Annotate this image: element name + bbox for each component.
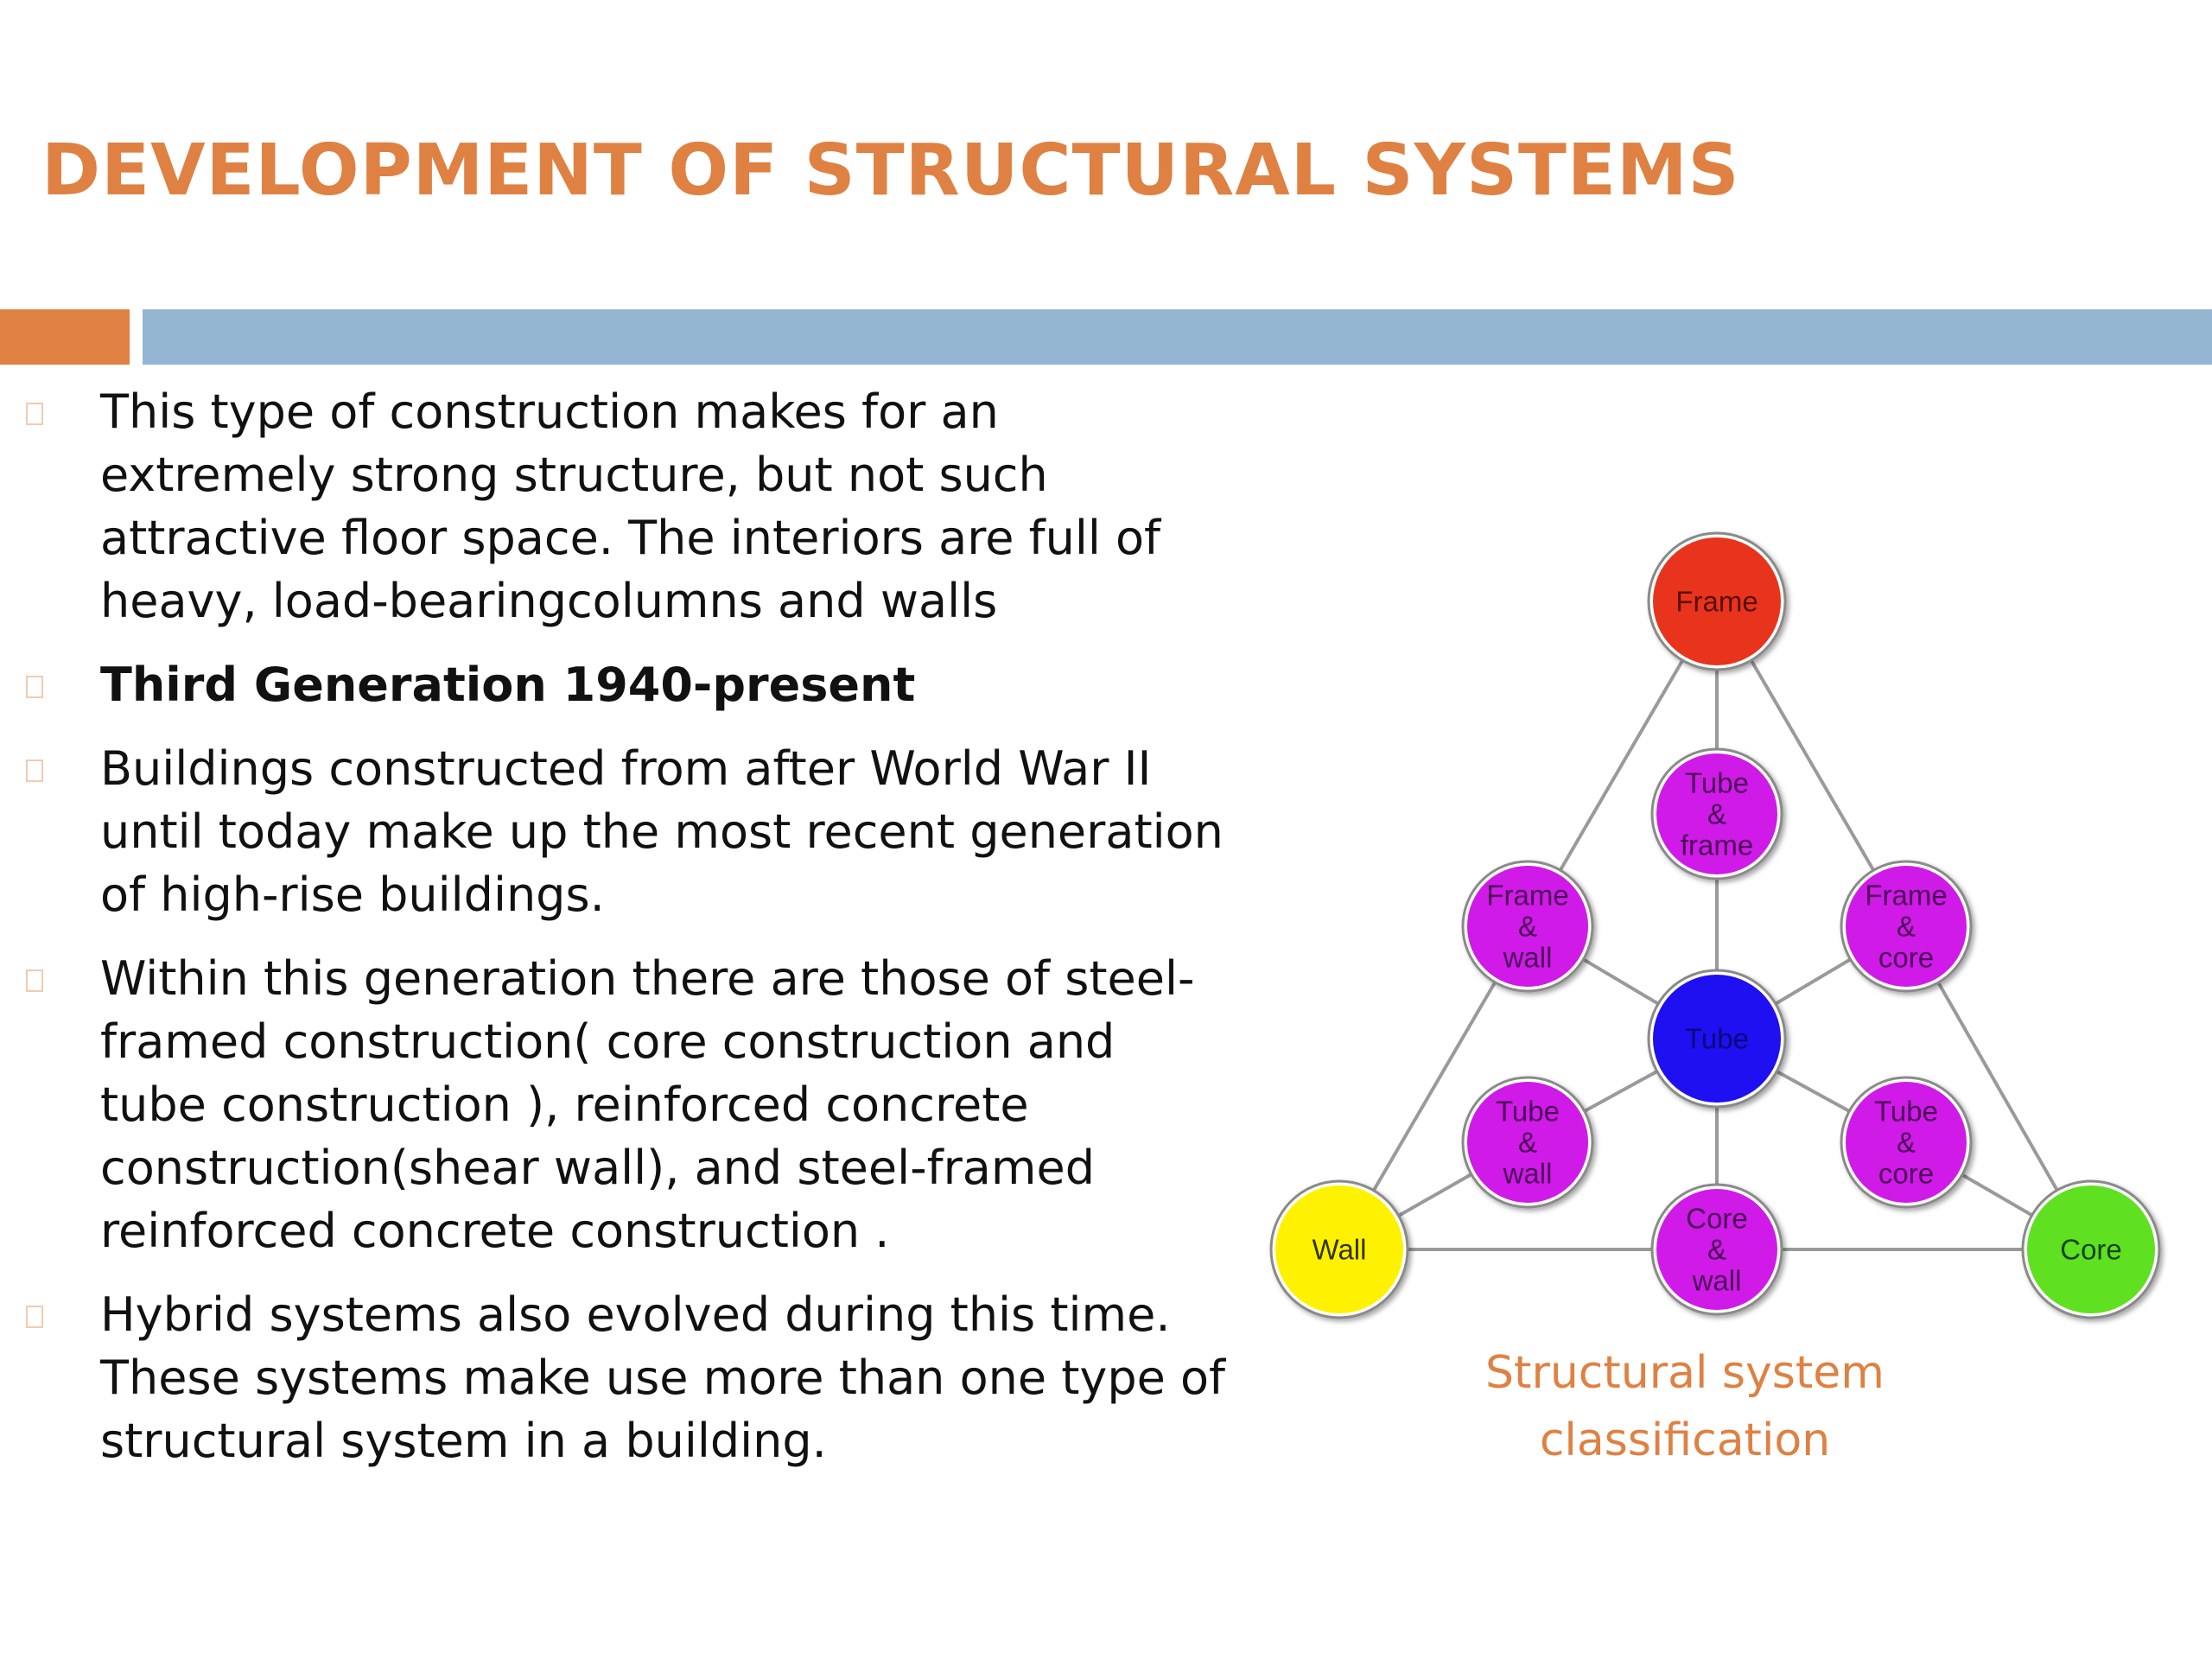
node-tube-frame: Tube&frame (1650, 747, 1783, 880)
node-frame-wall: Frame&wall (1461, 860, 1594, 993)
node-label: Frame (1486, 880, 1568, 912)
bullet-text: Within this generation there are those o… (100, 951, 1195, 1258)
node-tube-core: Tube&core (1840, 1076, 1973, 1209)
node-label: Tube (1685, 767, 1749, 799)
node-core-wall: Core&wall (1650, 1183, 1783, 1316)
node-label: Wall (1313, 1234, 1367, 1266)
bullet-marker-icon (26, 403, 43, 425)
bullet-item: Within this generation there are those o… (0, 947, 1227, 1262)
node-circle (1275, 1185, 1403, 1313)
node-label: & (1897, 911, 1916, 943)
node-circle (1846, 866, 1967, 987)
bullet-text: Hybrid systems also evolved during this … (100, 1287, 1226, 1468)
node-label: Tube (1874, 1096, 1938, 1128)
bullet-text: Buildings constructed from after World W… (100, 741, 1224, 922)
node-circle (2027, 1185, 2155, 1313)
node-label: Core (1686, 1203, 1748, 1235)
node-circle (1846, 1082, 1967, 1203)
node-tube: Tube (1647, 969, 1787, 1109)
bullet-item: Buildings constructed from after World W… (0, 737, 1227, 926)
bullet-text: This type of construction makes for an e… (100, 385, 1161, 628)
node-label: Frame (1865, 880, 1947, 912)
node-wall: Wall (1269, 1179, 1409, 1319)
node-label: wall (1503, 1158, 1553, 1190)
node-circle (1656, 1189, 1777, 1310)
node-label: wall (1692, 1265, 1742, 1297)
bullet-item: Third Generation 1940-present (0, 653, 1227, 716)
diagram-caption: Structural system classification (1426, 1339, 1944, 1474)
node-circle (1656, 753, 1777, 874)
node-label: wall (1503, 942, 1553, 974)
caption-line-1: Structural system (1485, 1347, 1885, 1399)
diagram-edges (1338, 600, 2093, 1251)
node-circle (1467, 866, 1588, 987)
node-circle (1467, 1082, 1588, 1203)
node-label: & (1518, 911, 1537, 943)
node-tube-wall: Tube&wall (1461, 1076, 1594, 1209)
node-label: & (1518, 1127, 1537, 1159)
bullet-marker-icon (26, 969, 43, 992)
node-label: Core (2060, 1234, 2122, 1266)
node-frame-core: Frame&core (1840, 860, 1973, 993)
node-frame: Frame (1647, 531, 1787, 671)
node-label: & (1707, 798, 1726, 830)
bullet-marker-icon (26, 1306, 43, 1328)
node-circle (1653, 537, 1781, 665)
bullet-list: This type of construction makes for an e… (0, 380, 1227, 1493)
node-label: Frame (1675, 586, 1758, 618)
caption-line-2: classification (1539, 1414, 1831, 1466)
node-label: core (1878, 942, 1934, 974)
bullet-marker-icon (26, 760, 43, 782)
bullet-item: Hybrid systems also evolved during this … (0, 1283, 1227, 1472)
node-label: frame (1681, 830, 1753, 861)
node-core: Core (2021, 1179, 2161, 1319)
node-circle (1653, 975, 1781, 1103)
accent-bar-blue (143, 309, 2212, 365)
bullet-marker-icon (26, 676, 43, 698)
node-label: & (1707, 1234, 1726, 1266)
node-label: core (1878, 1158, 1934, 1190)
slide-title: DEVELOPMENT OF STRUCTURAL SYSTEMS (41, 130, 1740, 212)
node-label: Tube (1685, 1023, 1749, 1055)
bullet-text: Third Generation 1940-present (100, 658, 916, 712)
bullet-item: This type of construction makes for an e… (0, 380, 1227, 632)
accent-bar-orange (0, 309, 130, 365)
node-label: Tube (1496, 1096, 1560, 1128)
node-label: & (1897, 1127, 1916, 1159)
